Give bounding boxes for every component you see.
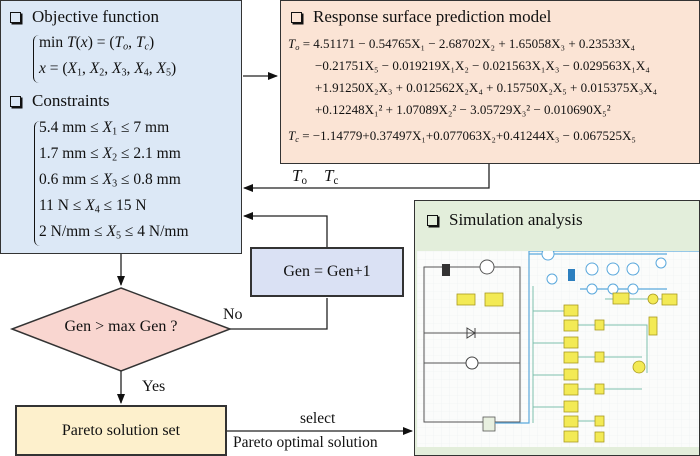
constraint-item: 11 N ≤ X4 ≤ 15 N: [39, 197, 147, 216]
no-branch-line: [230, 298, 328, 330]
gen-increment-label: Gen = Gen+1: [283, 263, 371, 280]
arrow-gen-to-objective: [243, 212, 328, 247]
constraints-brace: [34, 121, 41, 246]
no-label: No: [223, 306, 243, 323]
diode-icon: [466, 327, 476, 339]
simulation-header-text: Simulation analysis: [449, 210, 583, 229]
tc-equation: Tc = −1.14779+0.37497X₁+0.077063X₂+0.412…: [288, 128, 636, 145]
objective-min-line: min T(x) = (To, Tc): [39, 34, 155, 53]
checkbox-icon: [10, 95, 21, 107]
response-model-box: Response surface prediction model To = 4…: [280, 0, 700, 164]
control-signal-lines: [532, 286, 662, 423]
constraint-item: 0.6 mm ≤ X3 ≤ 0.8 mm: [39, 171, 181, 190]
response-header: Response surface prediction model: [291, 7, 551, 27]
block: [456, 293, 476, 306]
feedback-to-tc-label: To Tc: [292, 166, 339, 187]
simulation-schematic: [417, 251, 699, 447]
objective-vars-line: x = (X1, X2, X3, X4, X5): [39, 60, 177, 79]
simulation-header: Simulation analysis: [427, 210, 583, 230]
switch-icon: [442, 264, 450, 276]
to-equation-line-3: +1.91250X₂X₃ + 0.012562X₂X₄ + 0.15750X₂X…: [315, 80, 658, 95]
transistor-icon: [465, 356, 479, 370]
pareto-solution-label: Pareto solution set: [61, 421, 181, 439]
pareto-solution-box: Pareto solution set: [15, 405, 227, 456]
response-header-text: Response surface prediction model: [313, 7, 552, 26]
objective-header: Objective function: [10, 7, 159, 27]
control-blocks: [563, 292, 678, 443]
objective-brace: [33, 35, 40, 83]
constraint-item: 2 N/mm ≤ X5 ≤ 4 N/mm: [39, 223, 189, 242]
motor-icon: [479, 259, 495, 275]
checkbox-icon: [10, 11, 21, 23]
constraints-header: Constraints: [10, 91, 109, 111]
constraint-item: 1.7 mm ≤ X2 ≤ 2.1 mm: [39, 145, 181, 164]
constraints-header-text: Constraints: [32, 91, 110, 110]
decision-label: Gen > max Gen ?: [64, 318, 178, 335]
to-equation-line-4: +0.12248X₁² + 1.07089X₂² − 3.05729X₃² − …: [315, 102, 611, 117]
yes-label: Yes: [142, 378, 166, 395]
constraint-item: 5.4 mm ≤ X1 ≤ 7 mm: [39, 119, 170, 138]
arrow-feedback-to-objective: [243, 164, 490, 192]
to-equation-line-1: To = 4.51171 − 0.54765X₁ − 2.68702X₂ + 1…: [288, 36, 636, 53]
checkbox-icon: [427, 214, 438, 226]
objective-constraints-box: Objective function min T(x) = (To, Tc) x…: [0, 0, 242, 254]
objective-header-text: Objective function: [32, 7, 159, 26]
select-label: select: [300, 410, 336, 427]
pressure-gauges: [541, 251, 667, 295]
gen-increment-box: Gen = Gen+1: [250, 247, 404, 297]
simulation-box: Simulation analysis: [414, 200, 700, 456]
to-equation-line-2: −0.21751X₅ − 0.019219X₁X₂ − 0.021563X₁X₃…: [315, 58, 650, 73]
pwm-block: [484, 292, 504, 307]
sensor-block: [482, 416, 496, 432]
checkbox-icon: [291, 11, 302, 23]
pareto-optimal-label: Pareto optimal solution: [233, 434, 378, 451]
valve-icon: [568, 269, 575, 281]
